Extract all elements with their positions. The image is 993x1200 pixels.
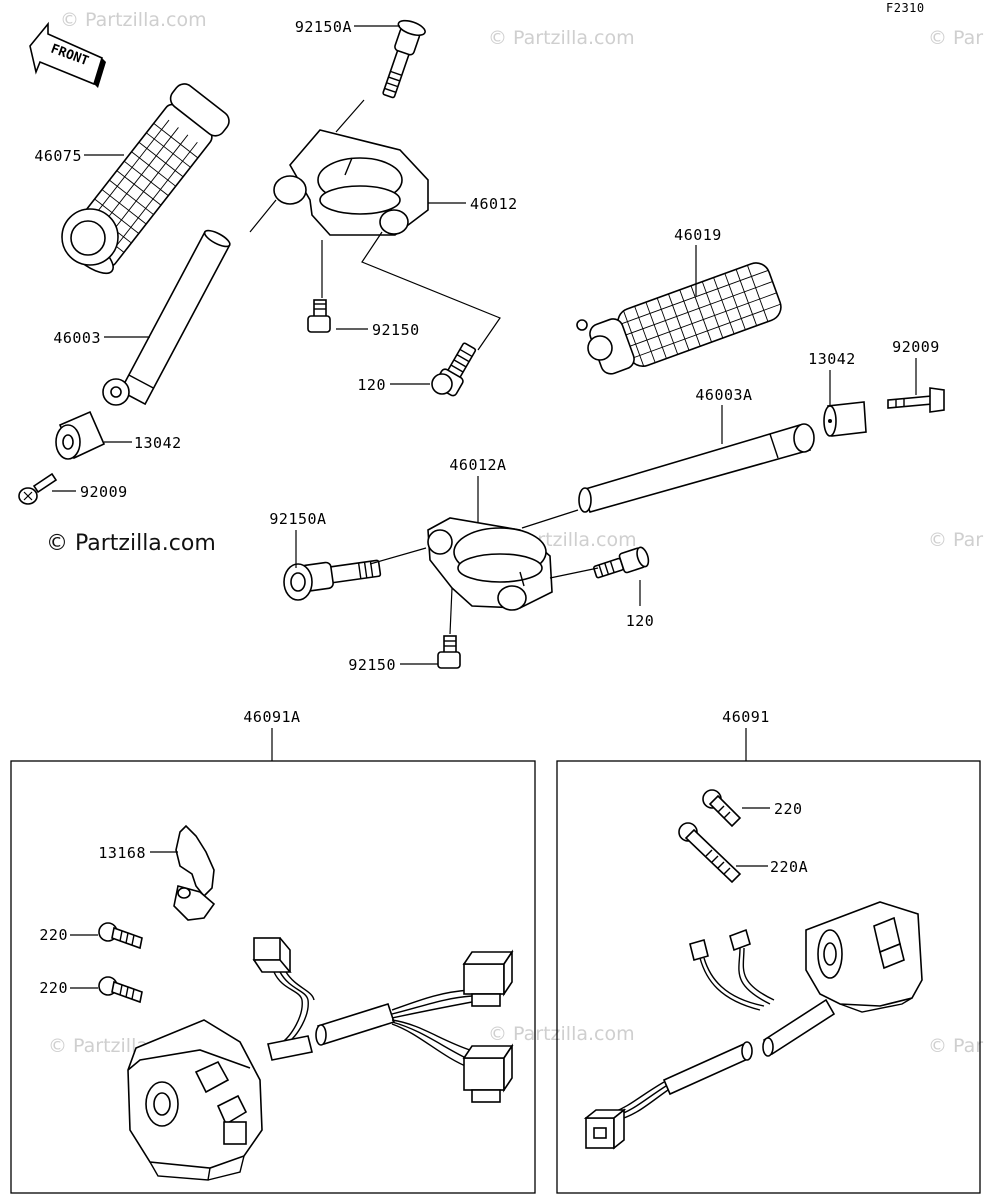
label-92150-mid: 92150 [348, 656, 396, 674]
label-13168: 13168 [98, 844, 146, 862]
label-220A-right: 220A [770, 858, 808, 876]
label-220-b: 220 [39, 979, 68, 997]
diagram-code: F2310 [886, 1, 925, 15]
screw-220A-right [678, 822, 742, 884]
screw-92009-left [18, 472, 58, 505]
bolt-92150-mid [437, 635, 461, 669]
label-46012A: 46012A [449, 456, 506, 474]
label-92150-top: 92150 [372, 321, 420, 339]
connector-46091A-small [252, 937, 292, 973]
bar-46003 [102, 229, 231, 406]
connector-46091-top-a [689, 939, 709, 961]
connector-46091-bottom [583, 1108, 627, 1150]
label-120-mid: 120 [626, 612, 655, 630]
switch-assembly-46091A-box: 46091A 13168 220 220 [10, 708, 536, 1194]
label-46019: 46019 [674, 226, 722, 244]
bolt-92150A-mid [283, 559, 382, 601]
label-92150A-top: 92150A [295, 18, 352, 36]
label-92009-right: 92009 [892, 338, 940, 356]
bracket-13168 [173, 824, 216, 921]
label-46075: 46075 [34, 147, 82, 165]
front-arrow-icon: FRONT [29, 21, 106, 88]
watermark-mid-right: © Par [928, 529, 983, 551]
connector-46091A-upper [462, 949, 514, 1007]
label-92150A-mid: 92150A [269, 510, 326, 528]
clamp-46012 [273, 129, 429, 236]
bolt-120-mid [593, 546, 650, 579]
watermark-top-left: © Partzilla.com [60, 9, 207, 31]
watermark-main: © Partzilla.com [46, 531, 216, 556]
label-46091: 46091 [722, 708, 770, 726]
callouts-top: 92150A 46075 46012 46019 46003 92150 120… [34, 18, 939, 674]
grip-46019 [576, 262, 782, 375]
label-120-top: 120 [357, 376, 386, 394]
watermark-bottom-right: © Par [928, 1035, 983, 1057]
weight-13042-left [55, 410, 106, 460]
bolt-120-top [431, 342, 477, 397]
switch-assembly-46091-box: 46091 220 220A [556, 708, 981, 1194]
screw-220-right [702, 789, 742, 828]
connector-46091-top-b [729, 928, 751, 952]
weight-13042-right [823, 401, 867, 437]
watermark-bottom-center: © Partzilla.com [488, 1023, 635, 1045]
grip-46075 [61, 83, 230, 275]
label-92009-left: 92009 [80, 483, 128, 501]
label-220-right: 220 [774, 800, 803, 818]
watermark-top-right: © Par [928, 27, 983, 49]
screw-220-b [98, 976, 143, 1004]
bolt-92150-top [307, 299, 331, 333]
screw-92009-right [887, 387, 945, 413]
label-13042-right: 13042 [808, 350, 856, 368]
bolt-92150A-top [382, 19, 426, 99]
label-46091A: 46091A [243, 708, 300, 726]
watermark-top-center: © Partzilla.com [488, 27, 635, 49]
clamp-46012A [427, 517, 553, 611]
label-46012: 46012 [470, 195, 518, 213]
connector-46091A-lower [462, 1043, 514, 1103]
switch-housing-left [127, 1019, 263, 1181]
switch-housing-right [805, 901, 923, 1013]
label-46003: 46003 [53, 329, 101, 347]
label-220-a: 220 [39, 926, 68, 944]
screw-220-a [98, 922, 143, 950]
leader-lines-top [52, 25, 917, 665]
bar-46003A [578, 423, 815, 513]
label-46003A: 46003A [695, 386, 752, 404]
label-13042-left: 13042 [134, 434, 182, 452]
